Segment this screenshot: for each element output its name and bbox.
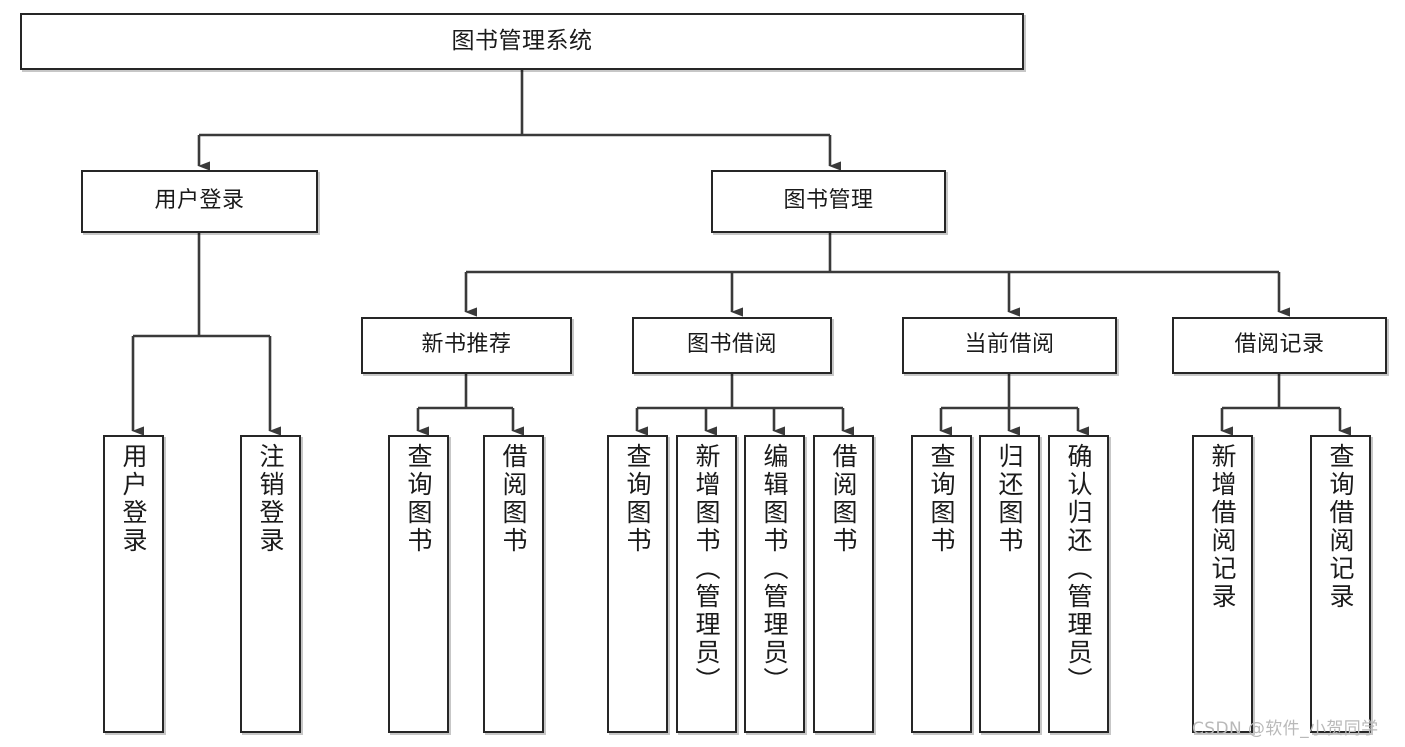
leaf-return-book-label: 归还图书: [995, 443, 1024, 555]
leaf-confirm-return[interactable]: 确认归还（管理员）: [1048, 435, 1109, 733]
leaf-query-book-3[interactable]: 查询图书: [911, 435, 972, 733]
leaf-borrow-book-2-label: 借阅图书: [829, 443, 858, 555]
leaf-add-book-label: 新增图书（管理员）: [692, 443, 721, 695]
node-borrow-record[interactable]: 借阅记录: [1172, 317, 1387, 374]
node-current-borrow[interactable]: 当前借阅: [902, 317, 1117, 374]
node-current-borrow-label: 当前借阅: [964, 332, 1055, 358]
node-book-borrow-label: 图书借阅: [686, 332, 777, 358]
node-book-borrow[interactable]: 图书借阅: [632, 317, 832, 374]
leaf-query-book-1-label: 查询图书: [404, 443, 433, 555]
leaf-user-login-label: 用户登录: [119, 443, 148, 555]
leaf-query-record-label: 查询借阅记录: [1326, 443, 1355, 611]
leaf-query-record[interactable]: 查询借阅记录: [1310, 435, 1371, 733]
leaf-borrow-book-1-label: 借阅图书: [499, 443, 528, 555]
leaf-add-record-label: 新增借阅记录: [1208, 443, 1237, 611]
leaf-logout-login-label: 注销登录: [256, 443, 285, 555]
leaf-borrow-book-1[interactable]: 借阅图书: [483, 435, 544, 733]
leaf-query-book-1[interactable]: 查询图书: [388, 435, 449, 733]
node-book-manage[interactable]: 图书管理: [711, 170, 946, 233]
node-user-login[interactable]: 用户登录: [81, 170, 318, 233]
node-new-book-recommend[interactable]: 新书推荐: [361, 317, 572, 374]
leaf-edit-book-label: 编辑图书（管理员）: [760, 443, 789, 695]
node-book-manage-label: 图书管理: [783, 188, 874, 214]
leaf-add-book[interactable]: 新增图书（管理员）: [676, 435, 737, 733]
leaf-confirm-return-label: 确认归还（管理员）: [1064, 443, 1093, 695]
node-root-system-label: 图书管理系统: [451, 27, 593, 54]
leaf-logout-login[interactable]: 注销登录: [240, 435, 301, 733]
leaf-user-login[interactable]: 用户登录: [103, 435, 164, 733]
leaf-add-record[interactable]: 新增借阅记录: [1192, 435, 1253, 733]
leaf-borrow-book-2[interactable]: 借阅图书: [813, 435, 874, 733]
csdn-watermark: CSDN @软件_小贺同学: [1192, 719, 1379, 739]
leaf-query-book-2-label: 查询图书: [623, 443, 652, 555]
leaf-return-book[interactable]: 归还图书: [979, 435, 1040, 733]
leaf-query-book-3-label: 查询图书: [927, 443, 956, 555]
node-new-book-recommend-label: 新书推荐: [421, 332, 512, 358]
node-user-login-label: 用户登录: [154, 188, 245, 214]
leaf-edit-book[interactable]: 编辑图书（管理员）: [744, 435, 805, 733]
node-root-system[interactable]: 图书管理系统: [20, 13, 1024, 70]
leaf-query-book-2[interactable]: 查询图书: [607, 435, 668, 733]
node-borrow-record-label: 借阅记录: [1234, 332, 1325, 358]
